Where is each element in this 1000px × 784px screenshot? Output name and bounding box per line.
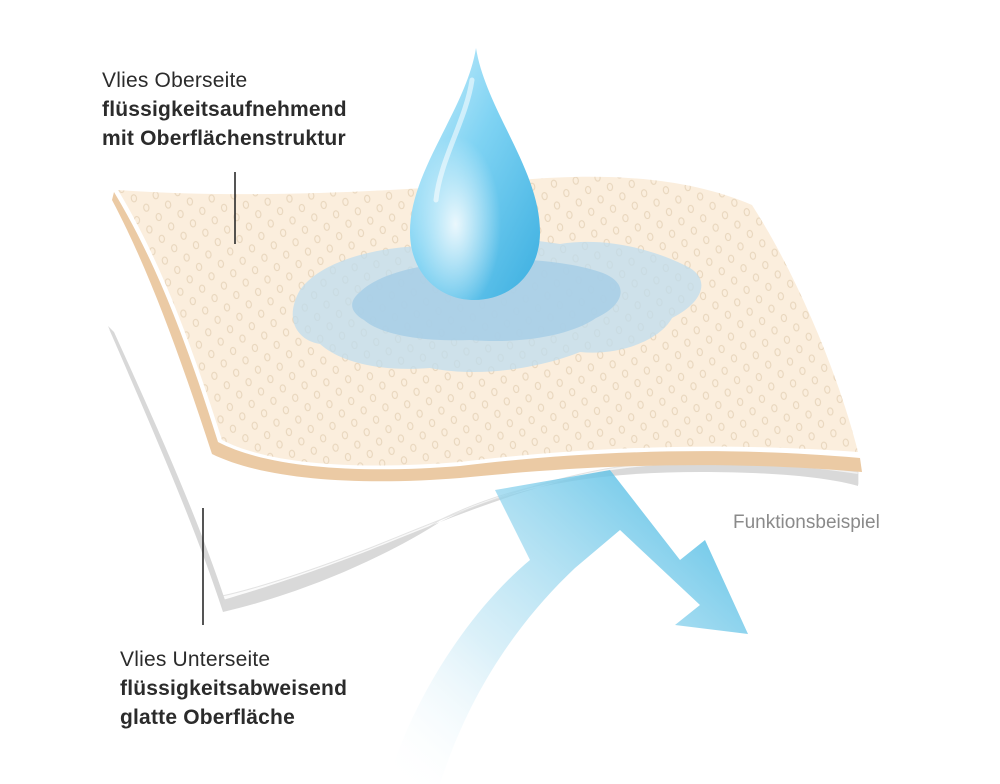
bottom-layer-label: Vlies Unterseite flüssigkeitsabweisend g…	[120, 645, 347, 732]
flow-arrow	[395, 470, 748, 784]
top-fabric-layer	[112, 176, 862, 482]
top-layer-property-2: mit Oberflächenstruktur	[102, 127, 346, 150]
liquid-spill	[292, 237, 702, 373]
bottom-layer-property-2: glatte Oberfläche	[120, 706, 295, 729]
bottom-layer-property-1: flüssigkeitsabweisend	[120, 677, 348, 700]
top-layer-property-1: flüssigkeitsaufnehmend	[102, 98, 347, 121]
top-layer-title: Vlies Oberseite	[102, 69, 248, 92]
example-caption: Funktionsbeispiel	[733, 512, 880, 533]
water-drop-icon	[410, 48, 540, 300]
bottom-fabric-layer	[108, 326, 859, 612]
bottom-layer-title: Vlies Unterseite	[120, 648, 271, 671]
top-layer-label: Vlies Oberseite flüssigkeitsaufnehmend m…	[102, 66, 347, 153]
